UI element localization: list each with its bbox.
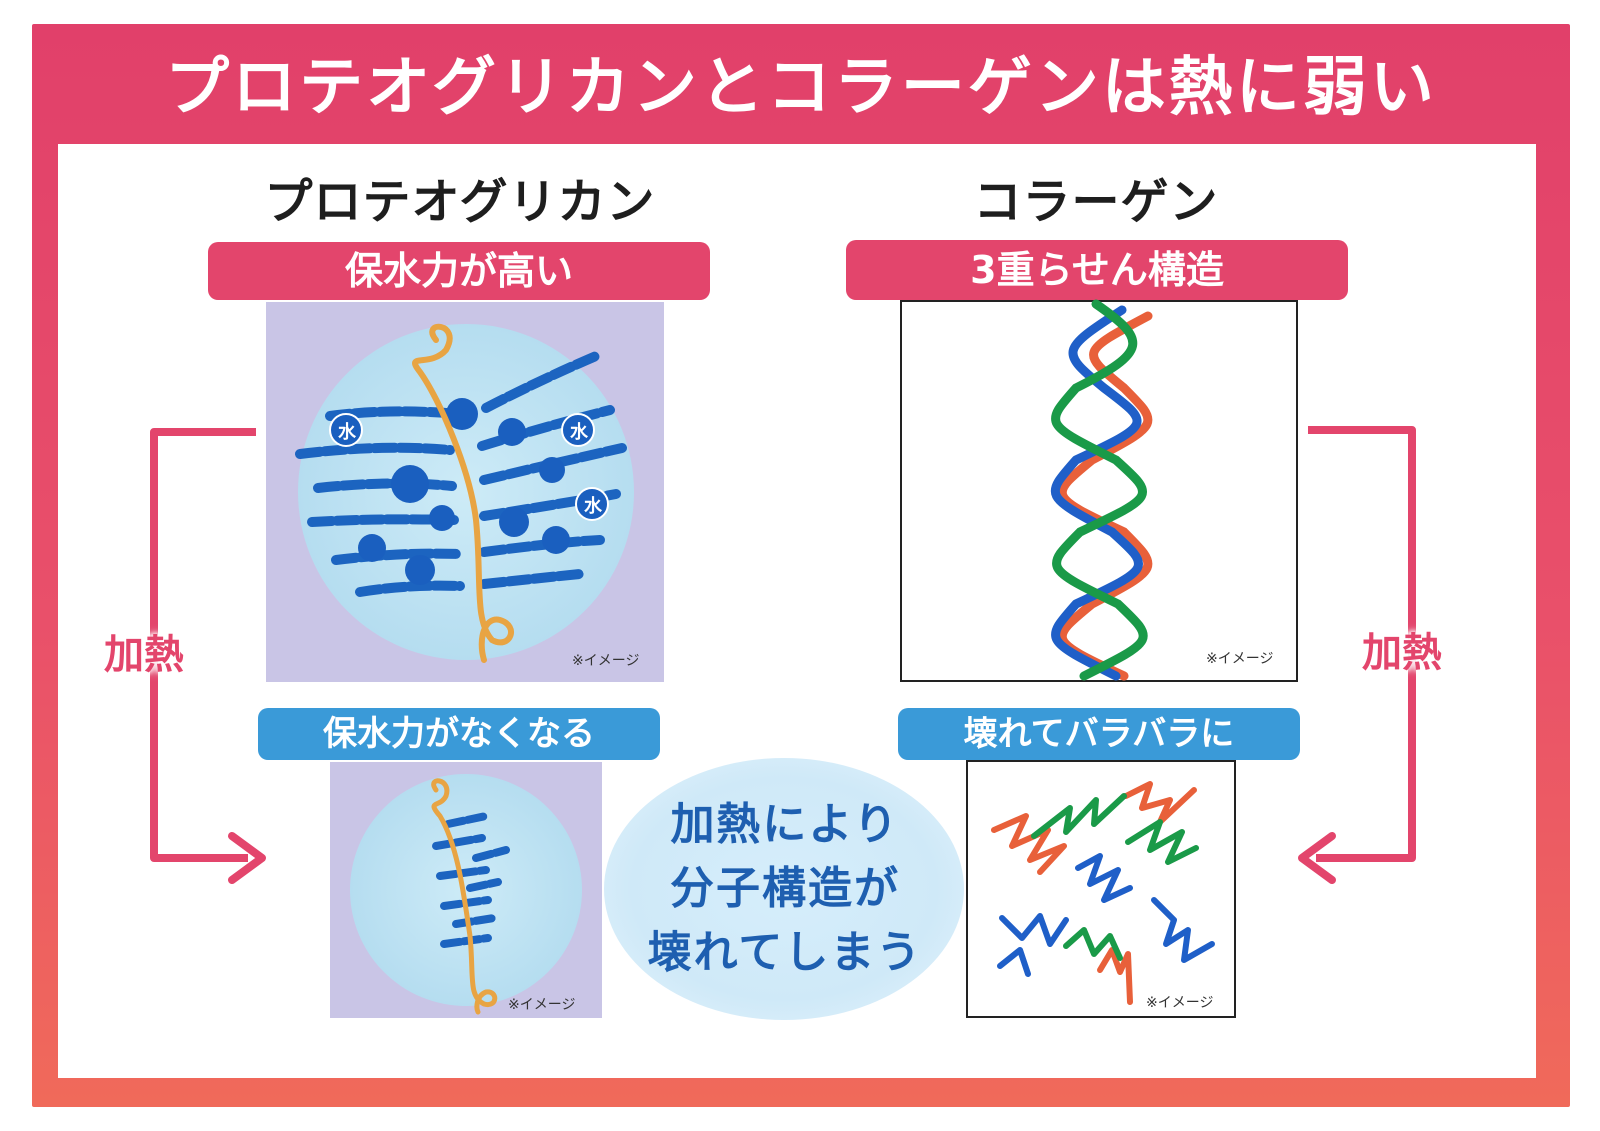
center-note-line-2: 分子構造が (670, 863, 900, 914)
heating-label-right: 加熱 (1362, 630, 1442, 676)
heating-label-left: 加熱 (104, 632, 184, 678)
proteoglycan-structure (295, 323, 634, 663)
center-note-line-3: 壊れてしまう (647, 927, 923, 978)
water-label-1: 水 (338, 422, 356, 443)
image-note-proteoglycan: ※イメージ (572, 653, 640, 669)
main-title: プロテオグリカンとコラーゲンは熱に弱い (165, 51, 1437, 125)
image-note-collagen: ※イメージ (1206, 651, 1274, 667)
broken-apart-label: 壊れてバラバラに (898, 708, 1300, 760)
center-note-line-1: 加熱により (670, 799, 900, 850)
image-note-collagen-after: ※イメージ (1146, 995, 1214, 1011)
water-molecule-icons (329, 413, 609, 521)
collagen-broken-strands (991, 781, 1215, 1005)
heating-arrow-right (1298, 426, 1416, 884)
collagen-triple-helix (1050, 299, 1153, 681)
helix-orange-strand (1057, 311, 1153, 681)
water-label-3: 水 (584, 496, 602, 517)
core-protein (411, 323, 514, 663)
triple-helix-label: 3重らせん構造 (846, 240, 1348, 300)
high-water-retention-label: 保水力が高い (208, 242, 710, 300)
protein-nodes (358, 398, 570, 585)
center-note-bubble (604, 758, 964, 1020)
collagen-image-after (966, 760, 1236, 1018)
water-loss-label: 保水力がなくなる (258, 708, 660, 760)
heating-arrow-left (150, 428, 266, 884)
proteoglycan-after-structure (350, 774, 582, 1015)
helix-green-strand (1051, 299, 1148, 681)
proteoglycan-heading: プロテオグリカン (264, 174, 656, 230)
water-label-2: 水 (570, 422, 588, 443)
collagen-heading: コラーゲン (973, 174, 1219, 230)
image-note-proteoglycan-after: ※イメージ (508, 997, 576, 1013)
